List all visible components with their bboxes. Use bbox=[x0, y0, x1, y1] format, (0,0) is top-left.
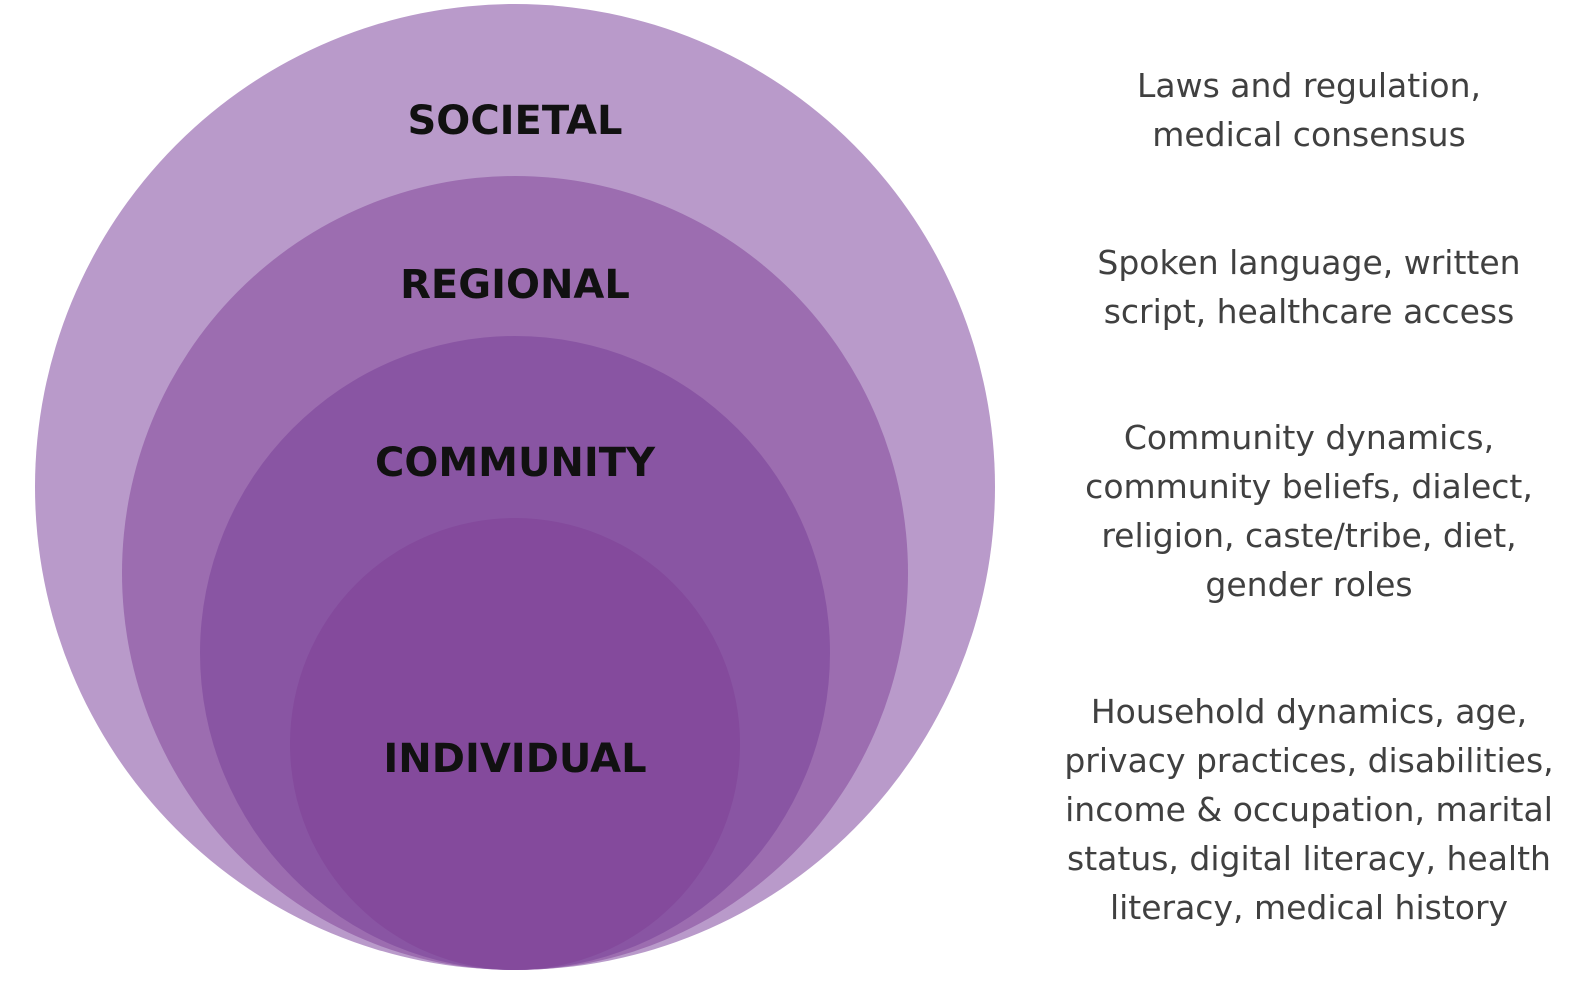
description-line: medical consensus bbox=[1152, 115, 1466, 154]
community-label: COMMUNITY bbox=[375, 440, 656, 486]
societal-label: SOCIETAL bbox=[408, 98, 623, 144]
individual-label: INDIVIDUAL bbox=[383, 736, 646, 782]
description-line: literacy, medical history bbox=[1109, 888, 1509, 927]
individual-circle bbox=[290, 518, 740, 970]
description-line: status, digital literacy, health bbox=[1067, 839, 1551, 878]
description-line: Household dynamics, age, bbox=[1090, 692, 1528, 731]
societal-description: Laws and regulation, medical consensus bbox=[1049, 61, 1569, 159]
description-line: community beliefs, dialect, bbox=[1085, 467, 1533, 506]
description-line: script, healthcare access bbox=[1103, 292, 1515, 331]
description-line: income & occupation, marital bbox=[1065, 790, 1553, 829]
regional-label: REGIONAL bbox=[400, 262, 630, 308]
community-description: Community dynamics, community beliefs, d… bbox=[1049, 413, 1569, 609]
regional-description: Spoken language, written script, healthc… bbox=[1049, 238, 1569, 336]
individual-description: Household dynamics, age, privacy practic… bbox=[1049, 687, 1569, 932]
description-line: gender roles bbox=[1205, 565, 1413, 604]
description-line: religion, caste/tribe, diet, bbox=[1101, 516, 1517, 555]
description-line: privacy practices, disabilities, bbox=[1064, 741, 1554, 780]
description-line: Spoken language, written bbox=[1097, 243, 1521, 282]
description-line: Community dynamics, bbox=[1123, 418, 1495, 457]
description-line: Laws and regulation, bbox=[1137, 66, 1481, 105]
